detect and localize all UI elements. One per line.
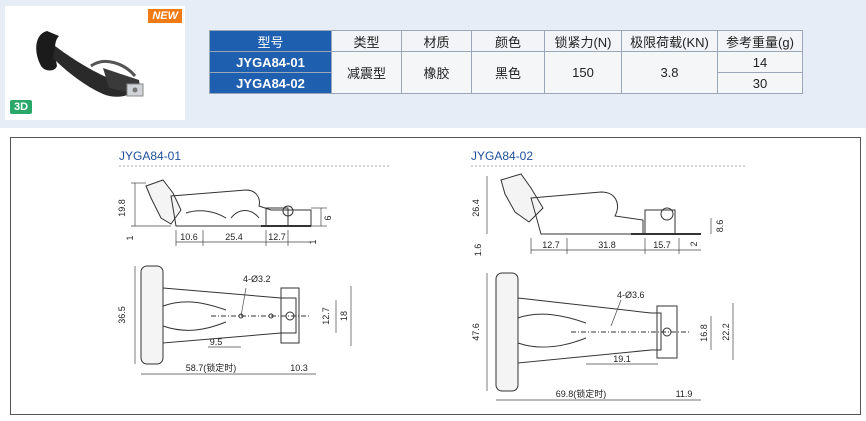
dim-12-7-right: 12.7 [542,240,560,250]
new-badge: NEW [148,9,182,23]
table-row: JYGA84-01 减震型 橡胶 黑色 150 3.8 14 [209,51,803,94]
technical-drawing-area: JYGA84-01 JYGA84-02 [10,137,861,415]
weight-cell: 14 [717,51,803,73]
hole-callout-right: 4-Ø3.6 [617,290,645,300]
right-top-view [495,272,691,392]
dim-6: 6 [323,215,333,220]
drawing-title-right: JYGA84-02 [471,149,534,163]
dim-1-left: 1 [125,235,135,240]
lock-force-cell: 150 [544,51,622,94]
dim-26-4: 26.4 [471,199,481,217]
dim-31-8: 31.8 [598,240,616,250]
header-type: 类型 [331,30,402,52]
material-cell: 橡胶 [401,51,472,94]
dim-11-9: 11.9 [676,389,693,399]
dim-19-8: 19.8 [117,199,127,217]
dim-18: 18 [339,311,349,321]
dim-19-1: 19.1 [613,354,631,364]
dim-25-4: 25.4 [225,232,243,242]
header-weight: 参考重量(g) [717,30,803,52]
model-cell: JYGA84-01 [209,51,332,73]
dim-10-3: 10.3 [290,363,308,373]
dimension-drawings: 19.8 1 10.6 25.4 12.7 1 6 36.5 4-Ø3.2 9.… [117,165,746,401]
header-lock-force: 锁紧力(N) [544,30,622,52]
dim-9-5: 9.5 [210,337,223,347]
dim-69-8: 69.8(锁定时) [556,388,607,399]
left-top-view [140,265,311,365]
header-color: 颜色 [471,30,545,52]
ultimate-load-cell: 3.8 [621,51,718,94]
header-ultimate-load: 极限荷载(KN) [621,30,718,52]
model-cell: JYGA84-02 [209,72,332,94]
table-header-row: 型号 类型 材质 颜色 锁紧力(N) 极限荷载(KN) 参考重量(g) [209,30,803,52]
weight-cell: 30 [717,72,803,94]
dim-12-7-vertical: 12.7 [321,307,331,325]
left-side-view [145,179,312,227]
3d-view-button[interactable]: 3D [10,100,33,114]
product-image [36,31,144,97]
dim-2: 2 [689,241,699,246]
type-cell: 减震型 [331,51,402,94]
dim-36-5: 36.5 [117,306,127,324]
right-side-view [500,173,701,235]
spec-table: 型号 类型 材质 颜色 锁紧力(N) 极限荷载(KN) 参考重量(g) JYGA… [209,30,803,94]
color-cell: 黑色 [471,51,545,94]
dim-8-6: 8.6 [715,220,725,233]
header-model: 型号 [209,30,332,52]
specification-panel: NEW 3D 型号 类型 材质 颜色 锁紧力(N) 极限荷载(KN) 参考重量(… [0,0,866,128]
dim-58-7: 58.7(锁定时) [186,362,237,373]
product-thumbnail[interactable]: NEW 3D [5,6,185,120]
dim-15-7: 15.7 [653,240,671,250]
dim-12-7-left: 12.7 [268,232,286,242]
dim-1-6: 1.6 [473,244,483,257]
dim-16-8: 16.8 [699,324,709,342]
dim-1b: 1 [308,239,318,244]
header-material: 材质 [401,30,472,52]
drawing-title-left: JYGA84-01 [119,149,182,163]
dim-47-6: 47.6 [471,323,481,341]
dim-22-2: 22.2 [721,323,731,341]
dim-10-6: 10.6 [180,232,198,242]
table-row: JYGA84-02 30 [209,72,803,94]
hole-callout-left: 4-Ø3.2 [243,274,271,284]
